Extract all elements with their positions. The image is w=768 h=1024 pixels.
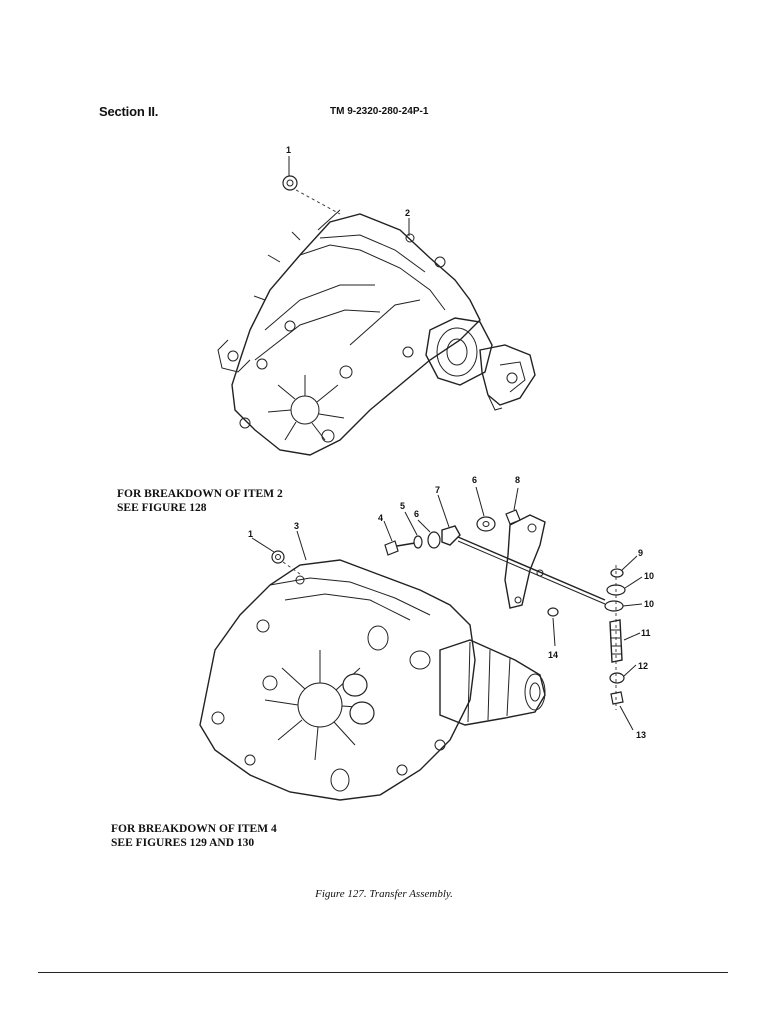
callout-3: 3	[294, 521, 299, 531]
footer-rule	[38, 972, 728, 973]
callout-8: 8	[515, 475, 520, 485]
figure-caption: Figure 127. Transfer Assembly.	[315, 888, 453, 900]
callout-1: 1	[248, 529, 253, 539]
breakdown-note-item-4: FOR BREAKDOWN OF ITEM 4 SEE FIGURES 129 …	[111, 822, 277, 850]
callout-14: 14	[548, 650, 558, 660]
callout-6-lower: 6	[414, 509, 419, 519]
callout-9: 9	[638, 548, 643, 558]
callout-13: 13	[636, 730, 646, 740]
note-item2-line1: FOR BREAKDOWN OF ITEM 2	[117, 488, 283, 500]
document-number: TM 9-2320-280-24P-1	[330, 106, 429, 117]
lower-transfer-case-drawing	[199, 530, 546, 801]
shift-linkage-drawing	[383, 486, 643, 731]
section-heading: Section II.	[99, 104, 159, 119]
callout-6-upper: 6	[472, 475, 477, 485]
note-item4-line2: SEE FIGURES 129 AND 130	[111, 837, 255, 849]
callout-10-lower: 10	[644, 599, 654, 609]
callout-11: 11	[641, 628, 651, 638]
callout-4: 4	[378, 513, 383, 523]
callout-7: 7	[435, 485, 440, 495]
callout-12: 12	[638, 661, 648, 671]
upper-transfer-case-drawing	[217, 156, 536, 456]
note-item4-line1: FOR BREAKDOWN OF ITEM 4	[111, 823, 277, 835]
breakdown-note-item-2: FOR BREAKDOWN OF ITEM 2 SEE FIGURE 128	[117, 487, 283, 515]
callout-top-1: 1	[286, 145, 291, 155]
callout-5: 5	[400, 501, 405, 511]
note-item2-line2: SEE FIGURE 128	[117, 502, 207, 514]
callout-top-2: 2	[405, 208, 410, 218]
callout-10-upper: 10	[644, 571, 654, 581]
